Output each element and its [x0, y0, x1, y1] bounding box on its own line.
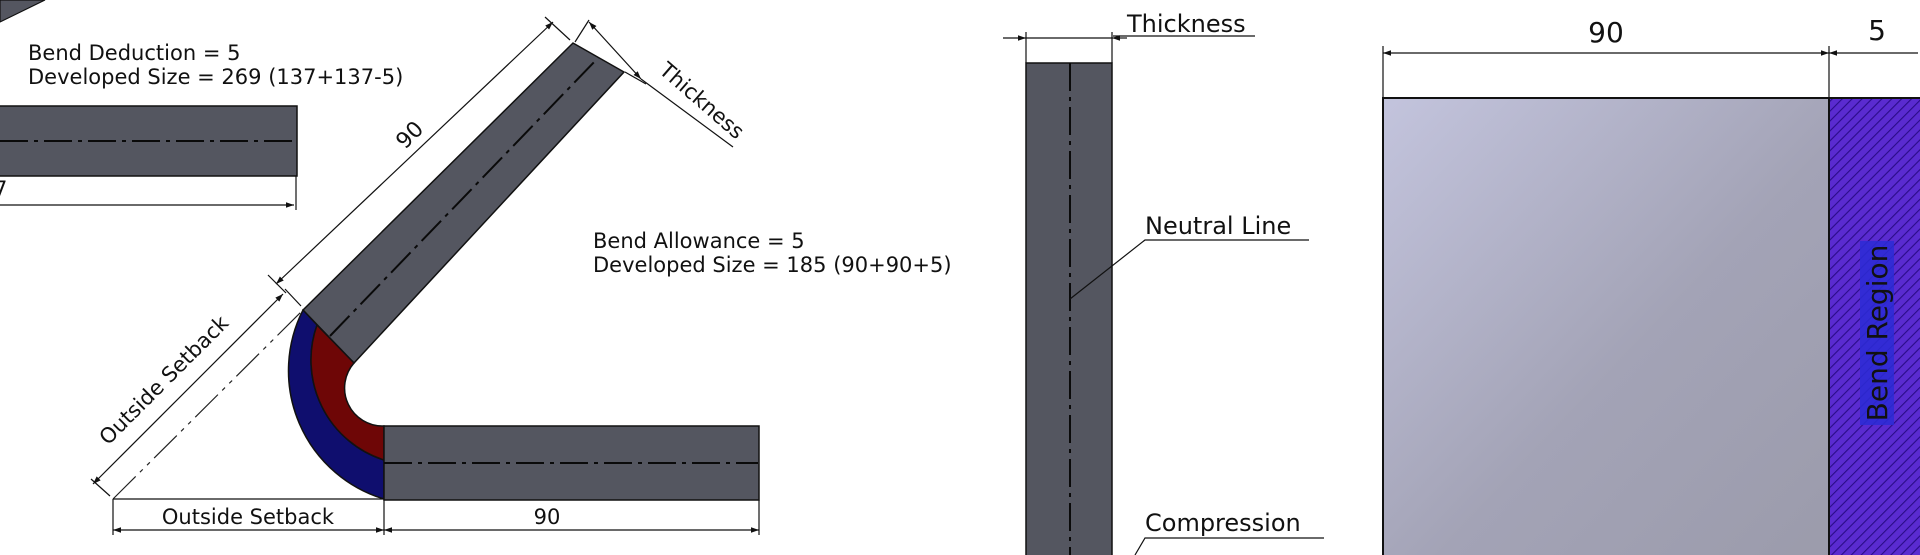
- flat-plate: [1382, 97, 1830, 555]
- top-left-corner-fragment: [0, 0, 46, 23]
- neutral-line-leader: [1069, 239, 1309, 300]
- diagonal-leg: [301, 42, 626, 365]
- diagonal-leg-centerline: [329, 57, 599, 337]
- osb-diag-ext-line: [284, 288, 302, 307]
- section-view: Thickness Neutral Line Compression: [1003, 10, 1324, 555]
- diagonal-thickness-text: Thickness: [654, 57, 749, 144]
- developed-size-bd-text: Developed Size = 269 (137+137-5): [28, 65, 403, 89]
- osb-diag-text: Outside Setback: [95, 310, 234, 449]
- bend-region-label-bg: [1860, 241, 1894, 425]
- section-thickness-text: Thickness: [1126, 10, 1246, 38]
- compression-text: Compression: [1145, 509, 1301, 537]
- left-cut-dimension-text: 7: [0, 177, 7, 201]
- compression-leader: [1134, 537, 1324, 555]
- thk-dimension-line: [588, 21, 642, 80]
- osb-diag-ext-line-b: [90, 478, 111, 497]
- flat-5-text: 5: [1868, 14, 1886, 47]
- flat-pattern-view: Bend Region 90 5: [1382, 14, 1920, 555]
- diag-90-dimension-line: [275, 21, 554, 285]
- bend-deduction-text: Bend Deduction = 5: [28, 41, 240, 65]
- developed-size-ba-text: Developed Size = 185 (90+90+5): [593, 253, 952, 277]
- bend-region-text: Bend Region: [1861, 245, 1894, 422]
- thk-leader-line: [640, 78, 734, 148]
- h90-text: 90: [534, 505, 561, 529]
- bent-part-view: 90 Thickness Outside Setback Outside Set…: [90, 16, 952, 535]
- osb-diag-dimension-line: [92, 293, 284, 485]
- osb-h-text: Outside Setback: [162, 505, 335, 529]
- diag-ext-line-a: [267, 274, 287, 294]
- thk-ext-line-b: [574, 19, 590, 43]
- diag-90-text: 90: [392, 117, 429, 154]
- diag-ext-line-b: [544, 16, 571, 41]
- bend-region-label-group: Bend Region: [1860, 241, 1894, 425]
- left-bend-deduction-panel: Bend Deduction = 5 Developed Size = 269 …: [0, 0, 403, 210]
- flat-90-text: 90: [1588, 16, 1624, 49]
- bend-allowance-text: Bend Allowance = 5: [593, 229, 805, 253]
- neutral-line-text: Neutral Line: [1145, 212, 1291, 240]
